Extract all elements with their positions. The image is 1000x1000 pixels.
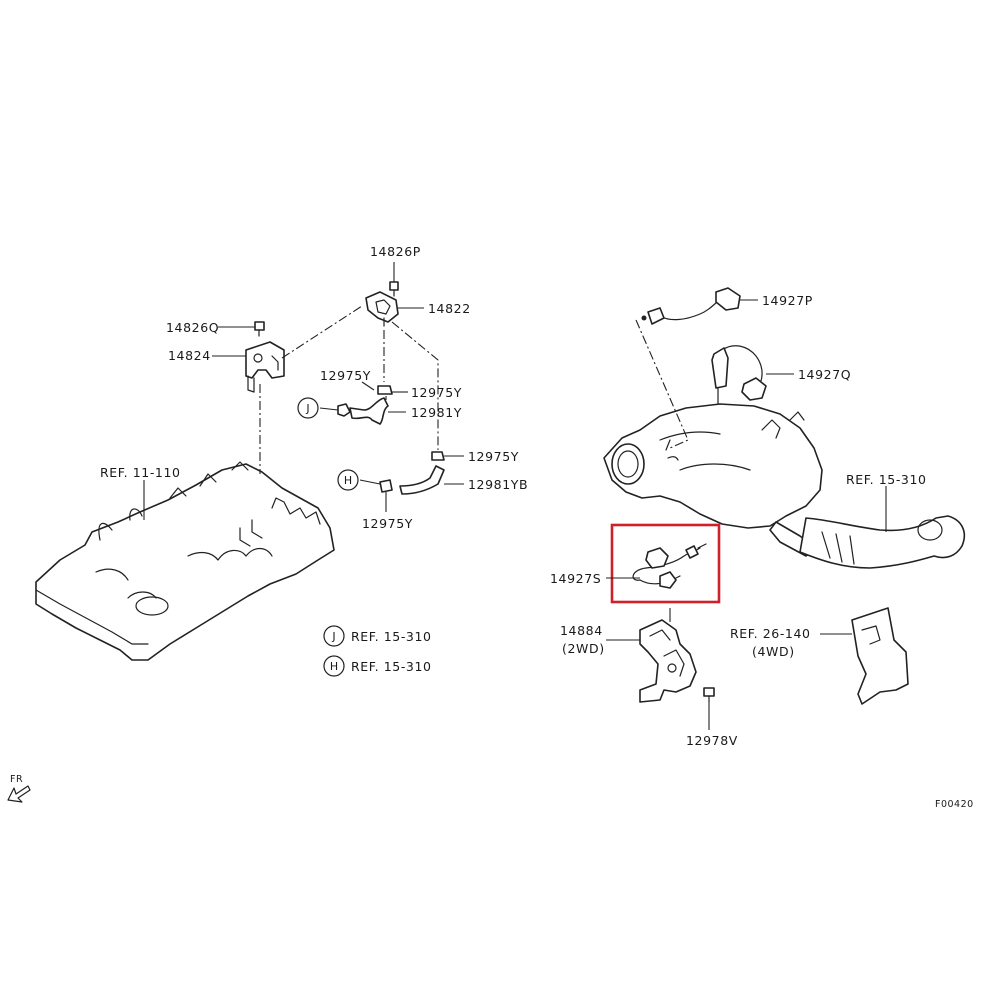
svg-text:H: H bbox=[344, 474, 352, 487]
clamp-12975Y-right bbox=[431, 451, 445, 461]
callout-ref-26-140-variant: (4WD) bbox=[752, 644, 795, 659]
callout-14927P: 14927P bbox=[762, 293, 813, 308]
circle-key-h-diagram: H bbox=[337, 469, 359, 491]
bolt-12978V bbox=[703, 687, 715, 703]
exhaust-pipe bbox=[799, 515, 966, 569]
assembly-lines-left bbox=[259, 305, 439, 474]
callout-ref-11-110: REF. 11-110 bbox=[100, 465, 181, 480]
svg-text:J: J bbox=[331, 630, 335, 643]
bolt-14826P bbox=[389, 281, 399, 297]
clamp-12975Y-h bbox=[379, 479, 393, 493]
callout-12978V: 12978V bbox=[686, 733, 738, 748]
callout-14826Q: 14826Q bbox=[166, 320, 219, 335]
callout-ref-15-310: REF. 15-310 bbox=[846, 472, 927, 487]
figure-code: F00420 bbox=[935, 799, 974, 810]
highlight-box bbox=[610, 523, 721, 604]
assembly-lines-right bbox=[635, 319, 689, 449]
bracket-14824 bbox=[245, 341, 285, 393]
legend-j-ref: REF. 15-310 bbox=[351, 629, 432, 644]
sensor-14927S bbox=[632, 543, 707, 589]
bolt-14826Q bbox=[254, 321, 265, 337]
leader-lines bbox=[143, 262, 887, 730]
heat-shield-ref-26-140 bbox=[851, 607, 909, 705]
callout-12975Y-a: 12975Y bbox=[320, 368, 371, 383]
fr-label: FR bbox=[10, 774, 23, 785]
callout-14822: 14822 bbox=[428, 301, 471, 316]
clamp-12975Y-top bbox=[377, 385, 393, 395]
sensor-14822 bbox=[365, 291, 399, 327]
callout-14826P: 14826P bbox=[370, 244, 421, 259]
callout-12981YB: 12981YB bbox=[468, 477, 528, 492]
circle-key-j-diagram: J bbox=[297, 397, 319, 419]
callout-14927Q: 14927Q bbox=[798, 367, 851, 382]
front-direction-indicator: FR bbox=[7, 774, 31, 803]
callout-14927S: 14927S bbox=[550, 571, 601, 586]
hose-12981Y bbox=[349, 397, 389, 425]
legend-j: J REF. 15-310 bbox=[323, 625, 432, 647]
bracket-14884 bbox=[639, 608, 697, 703]
clamp-12975Y-j bbox=[337, 403, 351, 417]
fr-arrow-icon bbox=[7, 785, 31, 803]
callout-12975Y-b: 12975Y bbox=[411, 385, 462, 400]
callout-12981Y: 12981Y bbox=[411, 405, 462, 420]
sensor-14927P bbox=[641, 287, 741, 325]
callout-14824: 14824 bbox=[168, 348, 211, 363]
svg-text:J: J bbox=[305, 402, 309, 415]
svg-text:H: H bbox=[330, 660, 338, 673]
callout-12975Y-d: 12975Y bbox=[362, 516, 413, 531]
hose-12981YB bbox=[399, 465, 445, 495]
legend-h: H REF. 15-310 bbox=[323, 655, 432, 677]
callout-12975Y-c: 12975Y bbox=[468, 449, 519, 464]
callout-14884: 14884 bbox=[560, 623, 603, 638]
legend-h-ref: REF. 15-310 bbox=[351, 659, 432, 674]
callout-14884-variant: (2WD) bbox=[562, 641, 605, 656]
engine-head-cover bbox=[35, 461, 335, 661]
callout-ref-26-140: REF. 26-140 bbox=[730, 626, 811, 641]
sensor-14927Q bbox=[711, 345, 767, 405]
catalytic-converter bbox=[603, 403, 823, 557]
